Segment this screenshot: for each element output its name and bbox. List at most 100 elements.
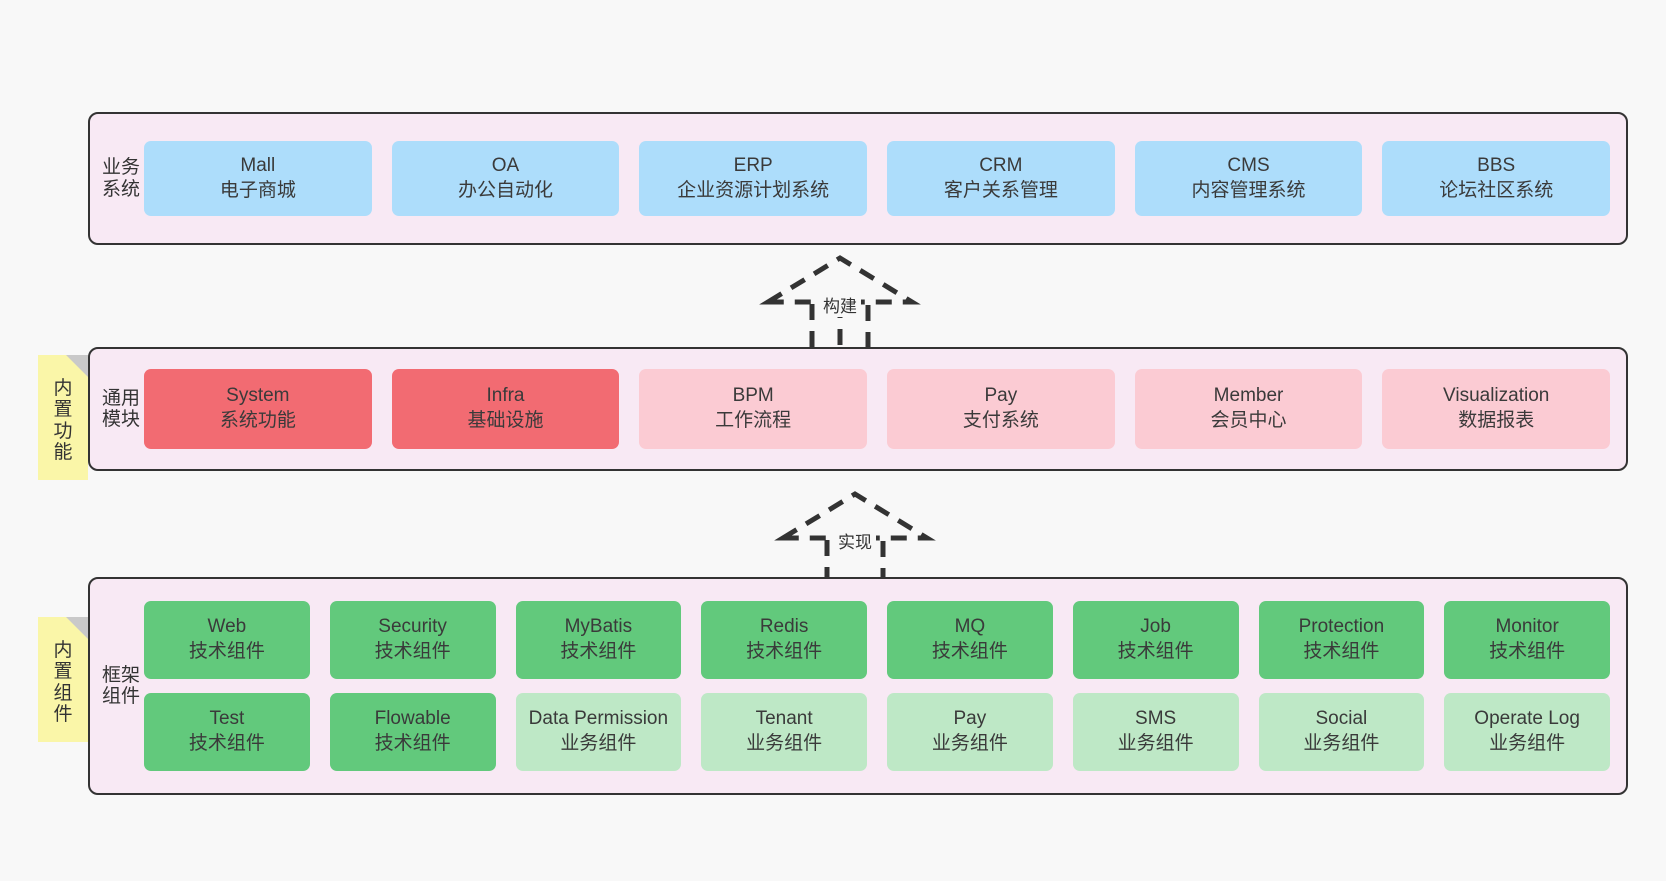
framework-box-web[interactable]: Web 技术组件 — [144, 601, 310, 679]
common-box-infra-name: Infra — [486, 385, 525, 407]
common-box-member-name: Member — [1213, 385, 1284, 407]
framework-box-protection[interactable]: Protection 技术组件 — [1258, 601, 1425, 679]
framework-box-monitor[interactable]: Monitor 技术组件 — [1444, 601, 1610, 679]
framework-box-job-desc: 技术组件 — [1117, 641, 1194, 662]
band-business-systems: 业务系统 Mall 电子商城 OA 办公自动化 ERP 企业资源计划系统 CRM… — [88, 112, 1628, 245]
sticky-note-builtin-component-text: 内置组件 — [53, 639, 73, 725]
framework-box-pay-name: Pay — [953, 708, 987, 730]
framework-box-pay-desc: 业务组件 — [931, 733, 1008, 754]
framework-box-security-name: Security — [378, 616, 447, 638]
business-box-mall[interactable]: Mall 电子商城 — [144, 141, 372, 216]
business-box-crm-desc: 客户关系管理 — [943, 179, 1058, 201]
framework-box-monitor-desc: 技术组件 — [1489, 641, 1566, 662]
common-box-infra-desc: 基础设施 — [467, 410, 544, 431]
framework-box-social-desc: 业务组件 — [1303, 733, 1380, 754]
sticky-note-builtin-feature: 内置功能 — [38, 355, 88, 480]
framework-box-mybatis-name: MyBatis — [564, 616, 633, 638]
common-box-member-desc: 会员中心 — [1210, 410, 1287, 431]
sticky-fold-icon — [66, 617, 88, 639]
band-common-modules: 通用模块 System 系统功能 Infra 基础设施 BPM 工作流程 Pay… — [88, 347, 1628, 471]
framework-box-redis-desc: 技术组件 — [746, 641, 823, 662]
business-box-oa[interactable]: OA 办公自动化 — [391, 141, 620, 216]
business-box-crm[interactable]: CRM 客户关系管理 — [887, 141, 1115, 216]
common-box-visualization[interactable]: Visualization 数据报表 — [1382, 369, 1611, 449]
band-framework-components: 框架组件 Web 技术组件 Security 技术组件 MyBatis 技术组件… — [88, 577, 1628, 795]
common-box-system-name: System — [226, 385, 290, 407]
connector-build: 构建 — [759, 252, 921, 355]
framework-components-row-2: Test 技术组件 Flowable 技术组件 Data Permission … — [144, 693, 1610, 771]
business-systems-row: Mall 电子商城 OA 办公自动化 ERP 企业资源计划系统 CRM 客户关系… — [144, 141, 1611, 216]
framework-box-test-desc: 技术组件 — [188, 733, 265, 754]
framework-box-social-name: Social — [1315, 708, 1368, 730]
framework-box-sms[interactable]: SMS 业务组件 — [1072, 693, 1239, 771]
common-box-bpm-name: BPM — [732, 385, 774, 407]
business-box-bbs-name: BBS — [1477, 154, 1516, 176]
framework-box-tenant-desc: 业务组件 — [746, 733, 823, 754]
framework-box-tenant-name: Tenant — [755, 708, 813, 730]
framework-box-tenant[interactable]: Tenant 业务组件 — [701, 693, 867, 771]
framework-box-sms-name: SMS — [1135, 708, 1177, 730]
framework-box-mq-desc: 技术组件 — [931, 641, 1008, 662]
common-box-member[interactable]: Member 会员中心 — [1134, 369, 1363, 449]
framework-box-monitor-name: Monitor — [1495, 616, 1559, 638]
framework-box-protection-desc: 技术组件 — [1303, 641, 1380, 662]
connector-implement: 实现 — [774, 488, 936, 591]
framework-box-pay[interactable]: Pay 业务组件 — [887, 693, 1053, 771]
framework-box-job[interactable]: Job 技术组件 — [1072, 601, 1239, 679]
framework-box-security-desc: 技术组件 — [374, 641, 451, 662]
business-box-cms-name: CMS — [1227, 154, 1270, 176]
framework-box-data-permission-name: Data Permission — [528, 708, 669, 730]
framework-box-mq-name: MQ — [954, 616, 986, 638]
common-box-visualization-name: Visualization — [1443, 385, 1550, 407]
business-box-cms[interactable]: CMS 内容管理系统 — [1134, 141, 1363, 216]
framework-box-mq[interactable]: MQ 技术组件 — [887, 601, 1053, 679]
business-box-crm-name: CRM — [979, 154, 1023, 176]
common-box-bpm[interactable]: BPM 工作流程 — [639, 369, 868, 449]
framework-box-operate-log-name: Operate Log — [1474, 708, 1580, 730]
business-box-oa-desc: 办公自动化 — [458, 179, 554, 201]
business-box-erp[interactable]: ERP 企业资源计划系统 — [639, 141, 868, 216]
common-box-system[interactable]: System 系统功能 — [144, 369, 372, 449]
business-box-mall-name: Mall — [240, 154, 276, 176]
framework-box-data-permission-desc: 业务组件 — [560, 733, 637, 754]
sticky-fold-icon — [66, 355, 88, 377]
common-box-infra[interactable]: Infra 基础设施 — [391, 369, 620, 449]
band-body-common-modules: System 系统功能 Infra 基础设施 BPM 工作流程 Pay 支付系统… — [140, 349, 1626, 469]
band-body-business-systems: Mall 电子商城 OA 办公自动化 ERP 企业资源计划系统 CRM 客户关系… — [140, 114, 1626, 243]
common-box-visualization-desc: 数据报表 — [1458, 410, 1535, 431]
framework-box-redis[interactable]: Redis 技术组件 — [701, 601, 867, 679]
framework-box-web-desc: 技术组件 — [188, 641, 265, 662]
band-label-business-systems: 业务系统 — [102, 157, 141, 200]
generalization-arrow-icon — [774, 491, 936, 591]
sticky-note-builtin-component: 内置组件 — [38, 617, 88, 742]
business-box-erp-name: ERP — [733, 154, 773, 176]
sticky-note-builtin-feature-text: 内置功能 — [53, 377, 73, 463]
band-label-common-modules: 通用模块 — [102, 387, 141, 430]
framework-box-mybatis-desc: 技术组件 — [560, 641, 637, 662]
common-box-pay[interactable]: Pay 支付系统 — [887, 369, 1115, 449]
framework-components-row-1: Web 技术组件 Security 技术组件 MyBatis 技术组件 Redi… — [144, 601, 1610, 679]
business-box-mall-desc: 电子商城 — [219, 179, 296, 201]
common-box-pay-desc: 支付系统 — [962, 410, 1039, 431]
framework-box-flowable[interactable]: Flowable 技术组件 — [329, 693, 496, 771]
framework-box-security[interactable]: Security 技术组件 — [329, 601, 496, 679]
framework-box-sms-desc: 业务组件 — [1117, 733, 1194, 754]
business-box-cms-desc: 内容管理系统 — [1191, 179, 1306, 201]
common-box-system-desc: 系统功能 — [219, 410, 296, 431]
framework-box-operate-log-desc: 业务组件 — [1489, 733, 1566, 754]
band-body-framework-components: Web 技术组件 Security 技术组件 MyBatis 技术组件 Redi… — [140, 579, 1626, 793]
framework-box-social[interactable]: Social 业务组件 — [1258, 693, 1425, 771]
framework-box-redis-name: Redis — [759, 616, 809, 638]
business-box-erp-desc: 企业资源计划系统 — [677, 179, 830, 201]
business-box-bbs[interactable]: BBS 论坛社区系统 — [1382, 141, 1611, 216]
framework-box-mybatis[interactable]: MyBatis 技术组件 — [515, 601, 682, 679]
framework-box-data-permission[interactable]: Data Permission 业务组件 — [515, 693, 682, 771]
framework-box-flowable-name: Flowable — [374, 708, 451, 730]
framework-box-test-name: Test — [209, 708, 245, 730]
business-box-bbs-desc: 论坛社区系统 — [1439, 179, 1554, 201]
framework-box-flowable-desc: 技术组件 — [374, 733, 451, 754]
framework-box-operate-log[interactable]: Operate Log 业务组件 — [1444, 693, 1610, 771]
framework-box-test[interactable]: Test 技术组件 — [144, 693, 310, 771]
framework-box-web-name: Web — [207, 616, 247, 638]
